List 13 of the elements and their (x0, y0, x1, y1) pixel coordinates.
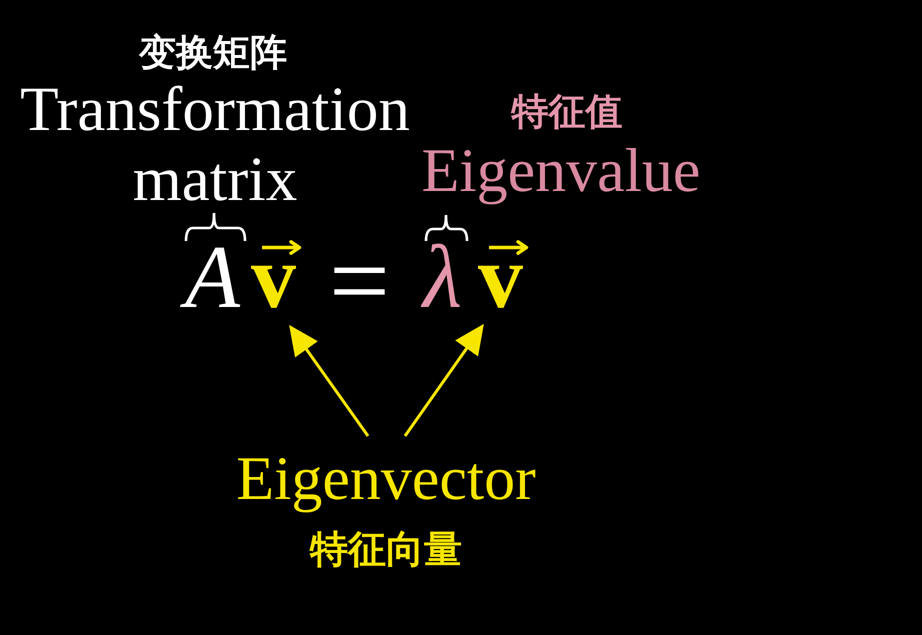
vector-variable: v (251, 255, 296, 309)
term-label: Eigenvalue (422, 137, 700, 205)
term-label: Transformation matrix (20, 74, 410, 214)
matrix-symbol: A (181, 243, 250, 313)
arrow (289, 324, 370, 437)
term-label-chinese: 特征值 (512, 90, 622, 134)
equals-sign: = (329, 262, 390, 302)
term-label-chinese: 变换矩阵 (139, 31, 287, 75)
term-label-chinese: 特征向量 (310, 526, 462, 572)
term-label: Eigenvector (236, 448, 536, 510)
eigenvalue-symbol: λ (419, 243, 470, 313)
arrow (404, 324, 484, 437)
vector-variable: v (478, 255, 523, 309)
